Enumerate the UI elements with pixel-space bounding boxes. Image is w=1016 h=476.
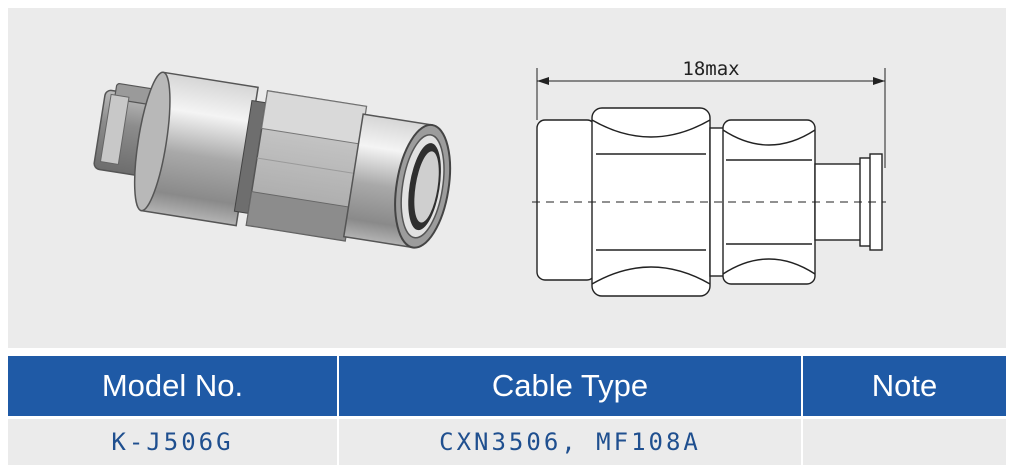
cell-model-no: K-J506G — [8, 416, 339, 465]
technical-drawing: 18max — [532, 58, 886, 297]
left-body — [536, 119, 596, 281]
table-row: K-J506G CXN3506, MF108A — [8, 416, 1006, 465]
hex-nut — [245, 90, 368, 242]
front-shell — [342, 113, 452, 249]
dimension-label: 18max — [682, 58, 739, 80]
dim-arrow-right — [873, 77, 885, 85]
figure-svg: 18max — [93, 58, 886, 297]
connector-render — [93, 71, 452, 249]
cell-cable-type: CXN3506, MF108A — [338, 416, 803, 465]
header-cable-type: Cable Type — [338, 356, 803, 418]
rear-cylinder — [133, 71, 259, 227]
figure-panel: 18max — [8, 8, 1006, 348]
header-model-no: Model No. — [8, 356, 339, 418]
header-note: Note — [802, 356, 1006, 418]
dim-arrow-left — [537, 77, 549, 85]
spec-table: Model No. Cable Type Note K-J506G CXN350… — [8, 356, 1006, 465]
cell-note — [802, 416, 1006, 465]
header-row: Model No. Cable Type Note — [8, 356, 1006, 418]
